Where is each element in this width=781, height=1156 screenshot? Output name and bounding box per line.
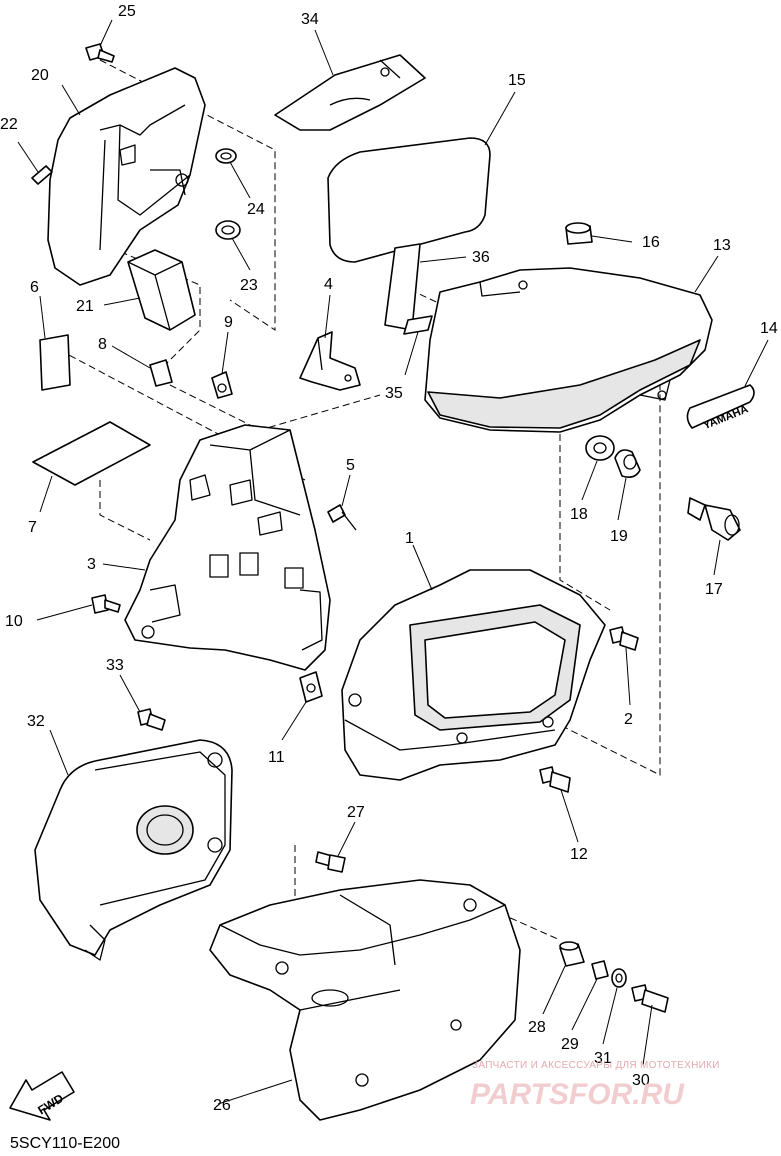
- callout-14: 14: [760, 320, 778, 337]
- part-28-damper: [559, 941, 585, 967]
- callout-3: 3: [87, 556, 96, 573]
- part-11-clip: [299, 671, 323, 703]
- callout-5: 5: [346, 457, 355, 474]
- part-12-bolt: [539, 766, 571, 793]
- part-27-bolt: [315, 851, 346, 873]
- part-16-grommet: [565, 222, 593, 245]
- part-22-pin: [31, 165, 53, 185]
- part-3-battery-box: [124, 424, 331, 671]
- callout-6: 6: [30, 279, 39, 296]
- part-13-side-cover: [424, 267, 713, 433]
- callout-8: 8: [98, 336, 107, 353]
- part-5-screw: [327, 504, 357, 531]
- callout-15: 15: [508, 72, 526, 89]
- part-20-side-cover: [47, 67, 206, 286]
- part-15-panel: [327, 137, 491, 263]
- part-31-washer: [611, 968, 627, 988]
- callout-17: 17: [705, 581, 723, 598]
- callout-26: 26: [213, 1097, 231, 1114]
- callout-22: 22: [0, 116, 18, 133]
- diagram-code: 5SCY110-E200: [10, 1135, 120, 1152]
- callout-2: 2: [624, 711, 633, 728]
- callout-28: 28: [528, 1019, 546, 1036]
- callout-24: 24: [247, 201, 265, 218]
- part-34-sheet: [274, 54, 426, 131]
- part-19-damper: [614, 449, 641, 478]
- callout-29: 29: [561, 1036, 579, 1053]
- part-35-strip: [403, 315, 433, 335]
- part-1-air-case: [341, 569, 606, 781]
- callout-7: 7: [28, 519, 37, 536]
- part-36-label: [384, 243, 421, 331]
- watermark: ЗАПЧАСТИ И АКСЕССУАРЫ ДЛЯ МОТОТЕХНИКИ PA…: [470, 1060, 720, 1111]
- part-33-bolt: [137, 708, 166, 731]
- part-25-bolt: [85, 43, 115, 63]
- part-24-grommet: [215, 148, 237, 164]
- callout-35: 35: [385, 385, 403, 402]
- callout-20: 20: [31, 67, 49, 84]
- callout-23: 23: [240, 277, 258, 294]
- callout-21: 21: [76, 298, 94, 315]
- callout-16: 16: [642, 234, 660, 251]
- part-6-pad: [39, 334, 71, 391]
- callout-33: 33: [106, 657, 124, 674]
- callout-9: 9: [224, 314, 233, 331]
- part-21-foam-block: [127, 249, 196, 331]
- part-8-clip: [149, 359, 173, 387]
- callout-18: 18: [570, 506, 588, 523]
- part-29-collar: [591, 960, 609, 980]
- watermark-logo: PARTSFOR.RU: [470, 1078, 685, 1111]
- callout-32: 32: [27, 713, 45, 730]
- part-9-clip: [211, 371, 233, 399]
- callout-36: 36: [472, 249, 490, 266]
- part-14-emblem: YAMAHA: [686, 384, 755, 432]
- part-4-bracket: [299, 331, 361, 391]
- callout-27: 27: [347, 804, 365, 821]
- leader-lines: [17, 19, 769, 1105]
- part-7-pad: [32, 421, 151, 486]
- part-32-sprocket-cover: [34, 739, 233, 961]
- callout-11: 11: [268, 749, 285, 766]
- part-26-crankcase-cover: [209, 879, 521, 1121]
- callout-30: 30: [632, 1072, 650, 1089]
- watermark-tagline: ЗАПЧАСТИ И АКСЕССУАРЫ ДЛЯ МОТОТЕХНИКИ: [472, 1060, 720, 1071]
- callout-25: 25: [118, 3, 136, 20]
- callout-31: 31: [594, 1050, 612, 1067]
- callout-19: 19: [610, 528, 628, 545]
- callout-10: 10: [5, 613, 23, 630]
- callout-34: 34: [301, 11, 319, 28]
- callout-4: 4: [324, 276, 333, 293]
- callout-12: 12: [570, 846, 588, 863]
- callout-1: 1: [405, 530, 414, 547]
- part-18-nut: [585, 435, 615, 461]
- callout-numbers: 25 20 22 24 23 21 34 15 36 35 16 13 14 1…: [0, 3, 778, 1114]
- fwd-arrow: FWD: [9, 1071, 75, 1121]
- part-10-bolt: [91, 594, 121, 614]
- part-2-bolt: [609, 626, 639, 651]
- callout-13: 13: [713, 237, 731, 254]
- part-30-bolt: [631, 984, 669, 1013]
- part-17-fastener: [687, 497, 741, 541]
- part-23-grommet: [215, 220, 241, 240]
